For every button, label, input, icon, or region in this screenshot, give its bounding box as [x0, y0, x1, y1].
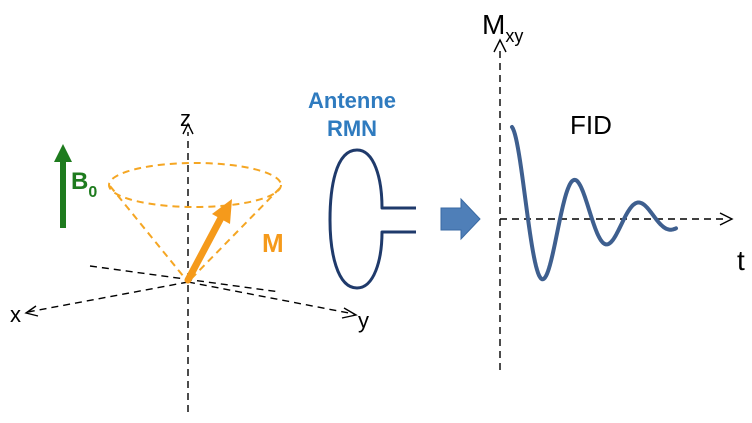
- mxy-axis-arrowhead: [493, 38, 507, 53]
- b0-label: B0: [71, 168, 97, 201]
- antenna-label-line1: Antenne: [308, 88, 396, 113]
- magnetization-arrow-shaft: [184, 212, 226, 284]
- precession-circle: [108, 162, 282, 208]
- y-axis-label: y: [358, 308, 369, 333]
- y-axis: [187, 281, 355, 315]
- fid-label: FID: [570, 110, 612, 140]
- magnetization-label: M: [262, 228, 284, 258]
- cone-right-edge: [187, 187, 281, 283]
- x-axis-arrowhead: [24, 305, 39, 317]
- magnetization-arrow-head: [212, 199, 232, 224]
- antenna-label-line2: RMN: [327, 116, 377, 141]
- fid-curve: [510, 125, 678, 282]
- fid-plot: Mxy t FID: [482, 9, 745, 370]
- magnetization-vector: M: [184, 199, 284, 284]
- cone-left-edge: [109, 185, 189, 283]
- mxy-axis-label: Mxy: [482, 9, 523, 46]
- z-axis-label: z: [180, 106, 191, 131]
- y-axis-arrowhead: [341, 307, 358, 319]
- coordinate-axes: z x y: [10, 106, 369, 412]
- b0-arrow-head: [54, 144, 72, 162]
- z-axis-arrowhead: [182, 122, 194, 135]
- time-axis-label: t: [737, 245, 745, 276]
- coil-antenna-icon: [328, 148, 416, 290]
- x-axis-label: x: [10, 302, 21, 327]
- right-arrow-icon: [440, 197, 481, 241]
- precession-cone: [108, 162, 282, 283]
- depth-axis-line: [89, 265, 281, 293]
- nmr-antenna: Antenne RMN: [308, 88, 416, 290]
- time-axis-arrowhead: [719, 212, 734, 226]
- x-axis: [27, 281, 189, 313]
- b0-field: B0: [54, 144, 97, 228]
